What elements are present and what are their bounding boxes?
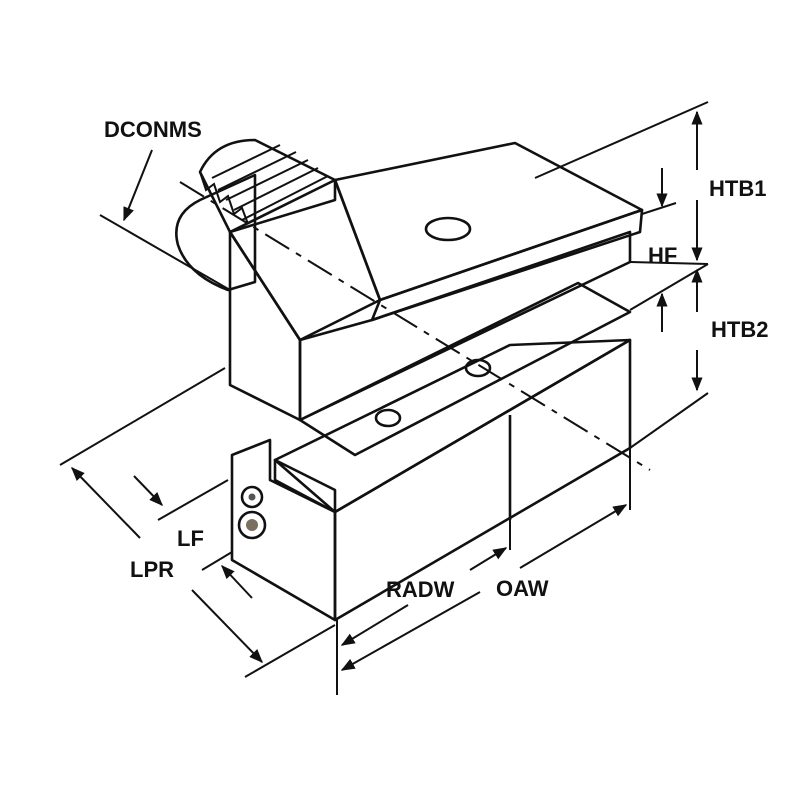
- screw-hole-rail: [374, 408, 402, 428]
- shank: [175, 138, 337, 292]
- serration-lines: [199, 144, 329, 225]
- coolant-plug-icon: [240, 485, 264, 509]
- lower-body: [230, 281, 632, 622]
- screw-hole-mid: [464, 358, 492, 378]
- label-oaw: OAW: [496, 576, 549, 601]
- dimension-lines: [59, 101, 709, 695]
- label-hf: HF: [648, 243, 677, 268]
- label-radw: RADW: [386, 577, 455, 602]
- label-lpr: LPR: [130, 557, 174, 582]
- screw-hole-top: [424, 216, 472, 242]
- label-htb1: HTB1: [709, 176, 766, 201]
- label-htb2: HTB2: [711, 317, 768, 342]
- label-lf: LF: [177, 526, 204, 551]
- center-line: [179, 181, 651, 471]
- upper-body: [228, 141, 644, 422]
- coolant-fitting-icon: [237, 510, 267, 540]
- label-dconms: DCONMS: [104, 117, 202, 142]
